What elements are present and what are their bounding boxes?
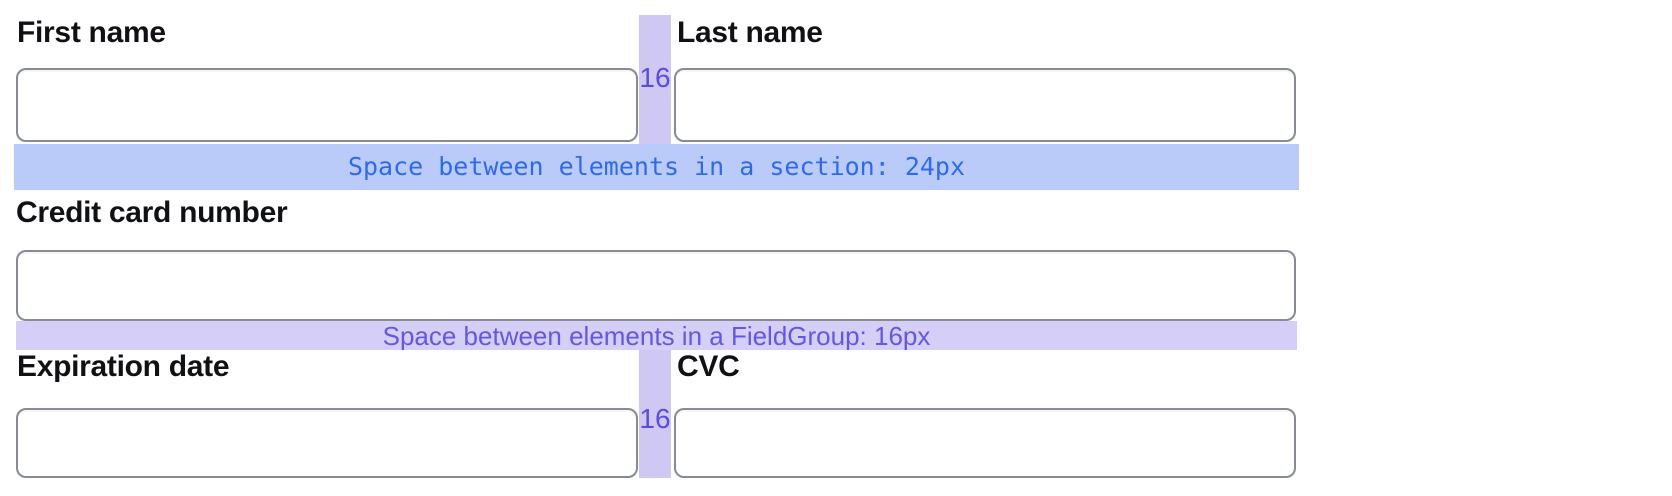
last-name-label: Last name	[677, 16, 823, 49]
expiration-date-input[interactable]	[16, 408, 638, 478]
credit-card-number-input[interactable]	[16, 250, 1296, 321]
credit-card-number-label: Credit card number	[16, 196, 288, 229]
first-name-input[interactable]	[16, 68, 638, 142]
section-spacing-highlight: Space between elements in a section: 24p…	[14, 144, 1299, 190]
expiration-date-label: Expiration date	[17, 350, 230, 383]
section-spacing-text: Space between elements in a section: 24p…	[347, 152, 966, 181]
first-name-label: First name	[17, 16, 166, 49]
cvc-input[interactable]	[674, 408, 1296, 478]
fieldgroup-spacing-text: Space between elements in a FieldGroup: …	[382, 321, 931, 350]
cvc-label: CVC	[677, 350, 740, 383]
fieldgroup-spacing-highlight: Space between elements in a FieldGroup: …	[16, 321, 1297, 350]
fieldgroup-gap-highlight-bottom: 16	[639, 350, 671, 478]
gap-size-label: 16	[639, 403, 671, 434]
gap-size-label: 16	[639, 62, 671, 93]
fieldgroup-gap-highlight-top: 16	[639, 15, 671, 144]
last-name-input[interactable]	[674, 68, 1296, 142]
